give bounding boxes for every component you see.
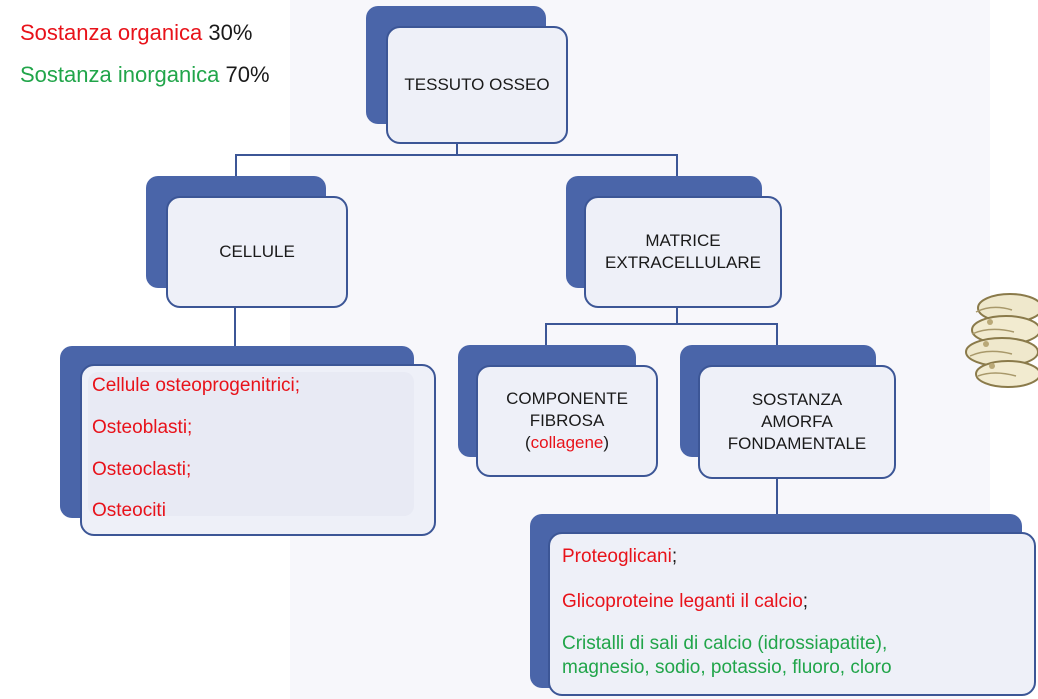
legend-inorganic-value: 70% — [225, 62, 270, 87]
legend-inorganic: Sostanza inorganica 70% — [20, 62, 270, 88]
amorphous-node: SOSTANZA AMORFA FONDAMENTALE — [698, 365, 896, 479]
matrix-node-label-line2: EXTRACELLULARE — [605, 253, 761, 272]
cells-node-label: CELLULE — [219, 242, 295, 261]
cell-list-item: Osteoclasti; — [92, 459, 192, 480]
legend-organic-value: 30% — [208, 20, 253, 45]
root-node-label: TESSUTO OSSEO — [404, 75, 550, 94]
legend-organic: Sostanza organica 30% — [20, 20, 252, 46]
connector-to-amorphous — [776, 323, 778, 345]
connector-to-fibrous — [545, 323, 547, 345]
matrix-node-label-line1: MATRICE — [645, 231, 721, 250]
matrix-node: MATRICE EXTRACELLULARE — [584, 196, 782, 308]
collagen-label: collagene — [530, 433, 604, 452]
legend-inorganic-label: Sostanza inorganica — [20, 62, 220, 87]
cell-list-box — [80, 364, 436, 536]
glycoproteins-label: Glicoproteine leganti il calcio — [562, 591, 803, 612]
cell-list-item: Osteoblasti; — [92, 417, 193, 438]
connector-matrix-horizontal — [545, 323, 778, 325]
item2-punct: ; — [802, 591, 809, 612]
cell-list-item: Osteociti — [92, 500, 166, 521]
fibrous-node: COMPONENTE FIBROSA (collagene) — [476, 365, 658, 477]
amorphous-node-label-line2: AMORFA — [761, 412, 833, 431]
amorphous-node-label-line3: FONDAMENTALE — [727, 434, 867, 453]
fibrous-node-label-line3: (collagene) — [525, 432, 609, 454]
connector-cells-to-list — [234, 308, 236, 348]
connector-matrix-down — [676, 308, 678, 325]
root-node: TESSUTO OSSEO — [386, 26, 568, 144]
connector-to-matrix — [676, 154, 678, 178]
connector-root-horizontal — [235, 154, 678, 156]
legend-organic-label: Sostanza organica — [20, 20, 203, 45]
ground-list-box — [548, 532, 1036, 696]
fibrous-node-label-line1: COMPONENTE — [506, 389, 628, 408]
cells-node: CELLULE — [166, 196, 348, 308]
ground-list-item-crystals-line2: magnesio, sodio, potassio, fluoro, cloro — [562, 657, 892, 678]
paren-close: ) — [603, 433, 610, 452]
ground-list-item: Glicoproteine leganti il calcio; — [562, 590, 808, 614]
cell-list-inner — [88, 372, 414, 516]
paren-open: ( — [524, 433, 531, 452]
item1-punct: ; — [671, 546, 678, 567]
connector-to-cells — [235, 154, 237, 178]
proteoglycans-label: Proteoglicani — [562, 546, 672, 567]
fibrous-node-label-line2: FIBROSA — [529, 411, 605, 430]
bone-tissue-illustration — [965, 293, 1038, 388]
ground-list-item-crystals-line1: Cristalli di sali di calcio (idrossiapat… — [562, 633, 888, 654]
ground-list-item: Proteoglicani; — [562, 545, 677, 569]
cell-list-item: Cellule osteoprogenitrici; — [92, 375, 301, 396]
connector-amorphous-to-list — [776, 478, 778, 514]
amorphous-node-label-line1: SOSTANZA — [751, 390, 843, 409]
